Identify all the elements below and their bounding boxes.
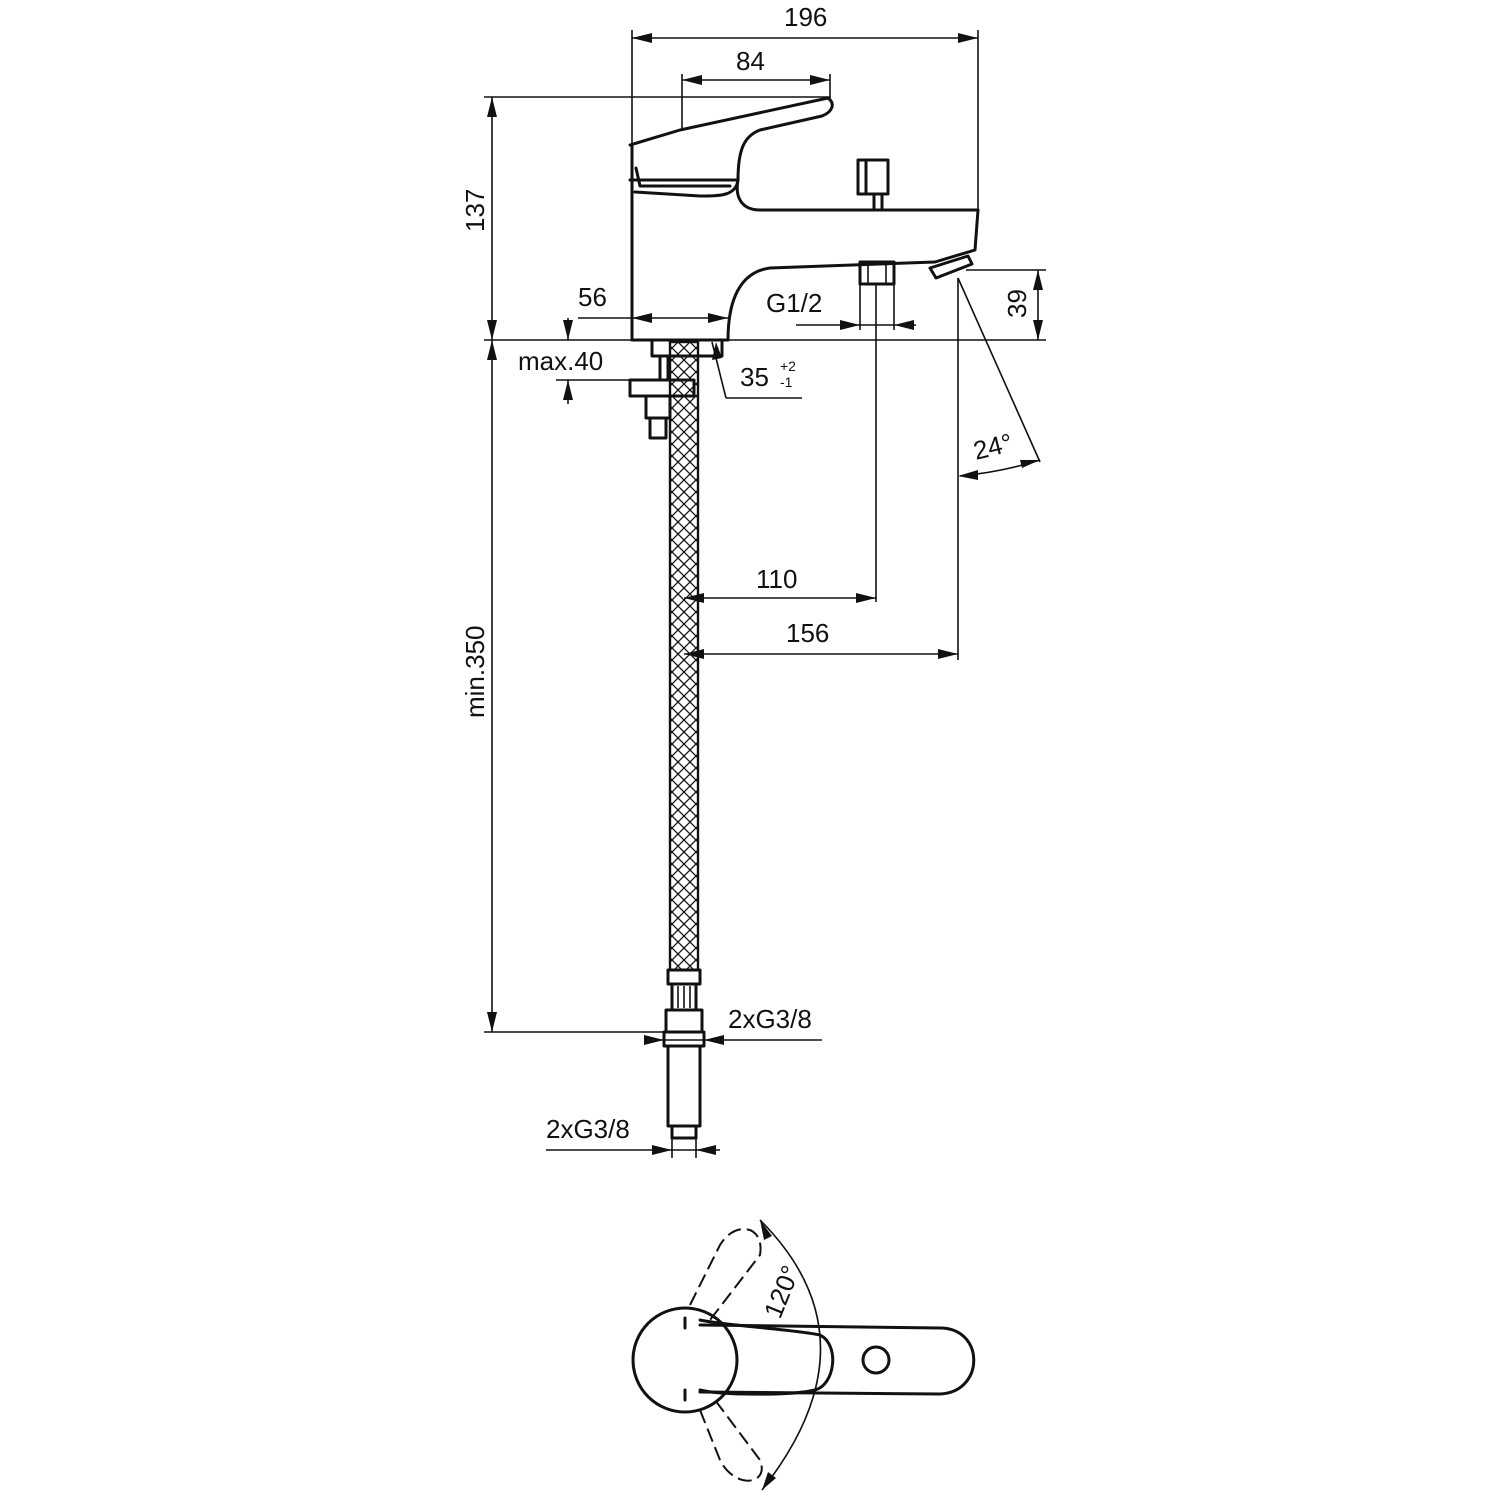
dim-handle-length: 84 bbox=[736, 46, 765, 76]
dim-deck-thickness: max.40 bbox=[518, 346, 603, 376]
dim-hole-tol-lower: -1 bbox=[780, 374, 793, 390]
dim-hole-diameter: 35 bbox=[740, 362, 769, 392]
dim-height-above-deck: 137 bbox=[460, 189, 490, 232]
dimension-lines bbox=[484, 30, 1046, 1158]
dim-hose-length: min.350 bbox=[460, 626, 490, 719]
dimension-texts: 196 84 137 56 G1/2 39 max.40 35 +2 -1 24… bbox=[460, 2, 1032, 1322]
dim-hose-thread-lower: 2xG3/8 bbox=[546, 1114, 630, 1144]
dim-overall-width: 196 bbox=[784, 2, 827, 32]
dim-spout-angle: 24° bbox=[970, 427, 1015, 466]
dim-spout-height: 39 bbox=[1002, 289, 1032, 318]
dim-spout-projection: 156 bbox=[786, 618, 829, 648]
dim-connection-distance: 110 bbox=[756, 564, 797, 594]
dim-hole-tol-upper: +2 bbox=[780, 358, 796, 374]
dim-hose-thread-upper: 2xG3/8 bbox=[728, 1004, 812, 1034]
dim-connection-thread: G1/2 bbox=[766, 288, 822, 318]
dim-body-diameter: 56 bbox=[578, 282, 607, 312]
faucet-top-view bbox=[631, 1219, 976, 1491]
